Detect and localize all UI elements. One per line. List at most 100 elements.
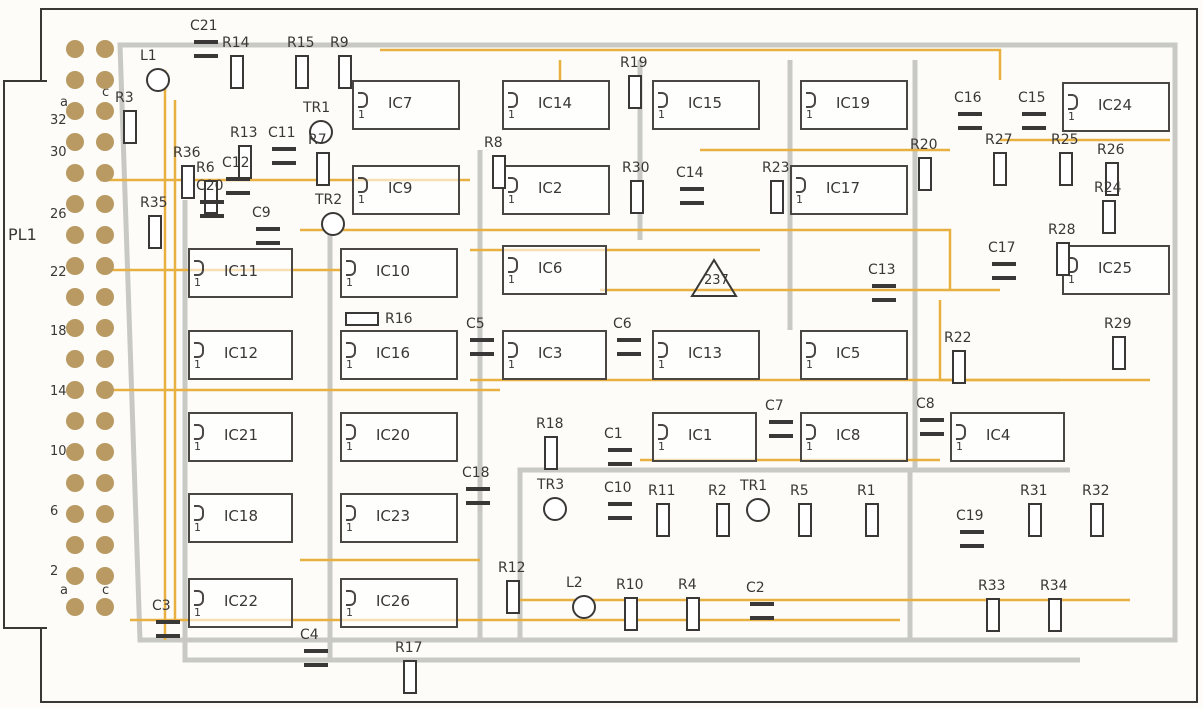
pin1-notch-icon [346,342,356,358]
resistor-label: R24 [1094,180,1122,196]
capacitor-symbol-icon [769,420,793,438]
ic-label: IC10 [376,262,410,280]
resistor-label: R2 [708,483,727,499]
resistor-symbol-icon [544,436,558,470]
resistor-symbol-icon [993,152,1007,186]
pin1-marker: 1 [508,108,515,121]
capacitor-label: C10 [604,480,632,496]
capacitor-label: C13 [868,262,896,278]
resistor-label: R36 [173,145,201,161]
connector-pad [66,40,84,58]
pin1-marker: 1 [658,358,665,371]
capacitor-label: C1 [604,426,623,442]
resistor-label: R19 [620,55,648,71]
col-c-bottom-label: c [102,583,110,598]
pin1-notch-icon [508,257,518,273]
resistor-label: R22 [944,330,972,346]
resistor-label: R27 [985,132,1013,148]
connector-pad [96,195,114,213]
ic-label: IC23 [376,507,410,525]
capacitor-label: C19 [956,508,984,524]
inductor-symbol-icon [146,68,170,92]
ic-label: IC11 [224,262,258,280]
connector-pin-number: 6 [50,504,59,519]
connector-pad [66,133,84,151]
resistor-label: R8 [484,135,503,151]
pin1-marker: 1 [956,440,963,453]
pin1-notch-icon [194,424,204,440]
inductor-label: L1 [140,48,157,64]
capacitor-symbol-icon [226,177,250,195]
resistor-symbol-icon [230,55,244,89]
resistor-symbol-icon [1090,503,1104,537]
pin1-marker: 1 [346,358,353,371]
resistor-label: R34 [1040,578,1068,594]
ic-label: IC21 [224,426,258,444]
connector-pad [66,536,84,554]
inductor-symbol-icon [572,595,596,619]
capacitor-symbol-icon [608,448,632,466]
pin1-notch-icon [194,505,204,521]
resistor-label: R33 [978,578,1006,594]
connector-pin-number: 18 [50,324,67,339]
resistor-symbol-icon [181,165,195,199]
ic-label: IC22 [224,592,258,610]
ic-label: IC13 [688,344,722,362]
resistor-symbol-icon [338,55,352,89]
pin1-notch-icon [194,342,204,358]
resistor-label: R10 [616,577,644,593]
pin1-notch-icon [346,260,356,276]
resistor-symbol-icon [492,155,506,189]
inductor-label: L2 [566,575,583,591]
capacitor-symbol-icon [194,40,218,58]
connector-pad [96,319,114,337]
pin1-marker: 1 [658,440,665,453]
capacitor-symbol-icon [960,530,984,548]
ic-label: IC16 [376,344,410,362]
resistor-symbol-icon [123,110,137,144]
capacitor-label: C11 [268,125,296,141]
capacitor-label: C14 [676,165,704,181]
resistor-label: R14 [222,35,250,51]
connector-pad [96,505,114,523]
ic-label: IC4 [986,426,1011,444]
resistor-label: R6 [196,160,215,176]
pin1-marker: 1 [346,276,353,289]
pin1-notch-icon [508,177,518,193]
connector-pad [96,102,114,120]
connector-pad [66,257,84,275]
resistor-label: R4 [678,577,697,593]
pin1-marker: 1 [508,273,515,286]
capacitor-symbol-icon [1022,112,1046,130]
pin1-marker: 1 [346,606,353,619]
resistor-label: R23 [762,160,790,176]
pin1-notch-icon [658,342,668,358]
resistor-symbol-icon [656,503,670,537]
connector-pin-number: 2 [50,564,59,579]
resistor-symbol-icon [798,503,812,537]
resistor-symbol-icon [1102,200,1116,234]
resistor-symbol-icon [1105,162,1119,196]
col-c-label: c [102,85,110,100]
ic-label: IC1 [688,426,713,444]
resistor-label: R12 [498,560,526,576]
pin1-marker: 1 [194,521,201,534]
pin1-notch-icon [806,92,816,108]
resistor-label: R13 [230,125,258,141]
pin1-notch-icon [796,177,806,193]
pin1-marker: 1 [658,108,665,121]
pin1-marker: 1 [806,108,813,121]
resistor-label: R26 [1097,142,1125,158]
capacitor-symbol-icon [200,200,224,218]
resistor-label: R28 [1048,222,1076,238]
connector-pad [96,536,114,554]
pin1-notch-icon [658,92,668,108]
